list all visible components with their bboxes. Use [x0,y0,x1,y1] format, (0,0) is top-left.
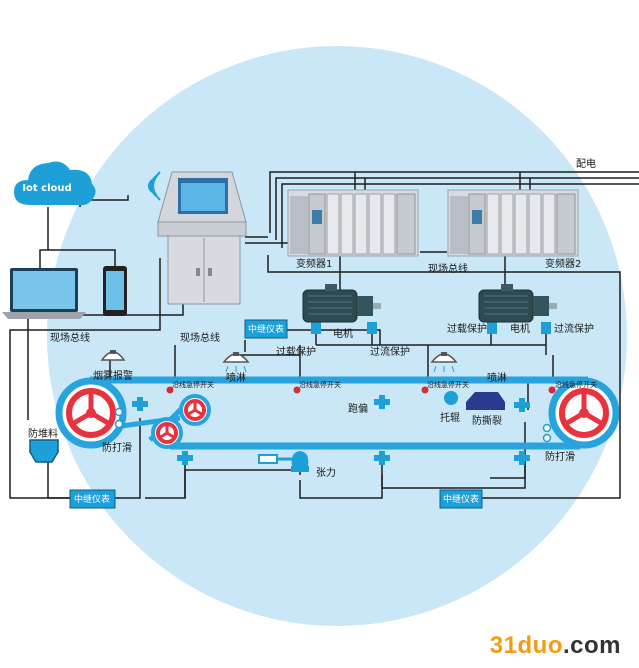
label-idler: 托辊 [440,411,460,424]
label-spray2: 喷淋 [487,371,507,384]
deviation-sensor[interactable] [132,395,530,465]
label-relay-top: 中继仪表 [248,323,284,335]
label-spray1: 喷淋 [226,371,246,384]
label-vfd1: 变频器1 [296,257,332,270]
protection-sensors [311,322,551,334]
slip-guard-icons [114,407,552,443]
tension-sensor-icon [291,451,309,466]
pulley-right [548,377,620,449]
label-tension: 张力 [316,466,336,479]
label-field-bus-mid: 现场总线 [180,331,220,344]
cloud-label: Iot cloud [22,183,71,194]
relay-bottom-right[interactable] [439,489,483,509]
label-overload2: 过载保护 [447,322,487,335]
estop-dot[interactable] [421,386,429,394]
label-motor2: 电机 [510,322,530,335]
label-relay-bottom-right: 中继仪表 [443,493,479,505]
vfd-cabinet-2 [447,189,579,257]
relay-bottom-left[interactable] [69,489,116,509]
motor-2 [478,284,557,323]
watermark: 31duo.com [490,632,621,660]
label-estop4: 沿线急停开关 [555,380,597,389]
label-power: 配电 [576,157,596,170]
cloud-icon [14,161,96,206]
spray-icon-2 [430,352,458,373]
phone-icon [103,266,127,316]
label-field-bus-center: 现场总线 [428,262,468,275]
label-vfd2: 变频器2 [545,257,581,270]
label-tear-guard: 防撕裂 [472,414,502,427]
label-overcurrent2: 过流保护 [554,322,594,335]
watermark-num: 31duo [489,632,563,659]
label-smoke-alarm: 烟雾报警 [93,369,133,382]
label-field-bus-left: 现场总线 [50,331,90,344]
wifi-icon [148,171,161,201]
relay-top[interactable] [244,319,288,339]
estop-dots [166,386,556,394]
estop-dot[interactable] [293,386,301,394]
control-console [157,171,247,305]
spray-icon-1 [222,352,250,373]
label-estop1: 沿线急停开关 [172,380,214,389]
motor-1 [302,284,381,323]
smoke-alarm-icon [100,350,126,361]
label-pile-guard: 防堆料 [28,427,58,440]
label-deviation: 跑偏 [348,402,368,415]
tear-guard-icon [466,392,505,410]
tension-spring-icon [258,454,278,464]
label-relay-bottom-left: 中继仪表 [74,493,110,505]
idler-icon [444,391,458,405]
label-slip-guard-right: 防打滑 [545,450,575,463]
label-slip-guard-left: 防打滑 [102,441,132,454]
label-overload1: 过载保护 [276,345,316,358]
pulley-tension [151,417,183,449]
pile-guard-icon [29,439,59,463]
label-motor1: 电机 [333,327,353,340]
estop-dot[interactable] [548,386,556,394]
sensors [132,395,530,465]
vfd-cabinet-1 [287,189,419,257]
estop-dot[interactable] [166,386,174,394]
label-estop2: 沿线急停开关 [299,380,341,389]
watermark-rest: .com [562,632,621,659]
label-estop3: 沿线急停开关 [427,380,469,389]
laptop-icon [2,268,86,319]
pulley-left [55,377,127,449]
pulley-drive [179,394,211,426]
label-overcurrent1: 过流保护 [370,345,410,358]
